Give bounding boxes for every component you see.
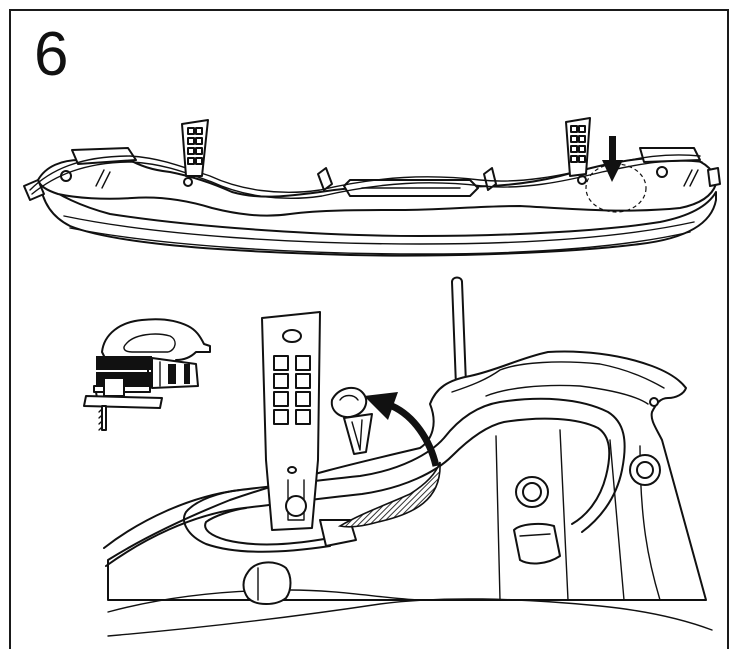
bumper-beam-overview bbox=[23, 117, 721, 257]
connector-plug bbox=[242, 561, 292, 605]
jigsaw-icon bbox=[83, 318, 211, 431]
sensor-bracket-left bbox=[181, 119, 209, 177]
push-clip-icon bbox=[330, 386, 373, 455]
cut-area bbox=[337, 461, 441, 528]
sensor-bracket-right bbox=[565, 117, 591, 177]
wiring-harness bbox=[103, 397, 626, 567]
arrow-down-icon bbox=[602, 136, 623, 182]
sensor-bracket-detail bbox=[261, 311, 321, 531]
bolt-left bbox=[515, 476, 549, 508]
curved-arrow-icon bbox=[364, 392, 440, 467]
step-number: 6 bbox=[34, 20, 69, 89]
bolt-right bbox=[629, 454, 661, 486]
detail-view bbox=[103, 276, 713, 637]
